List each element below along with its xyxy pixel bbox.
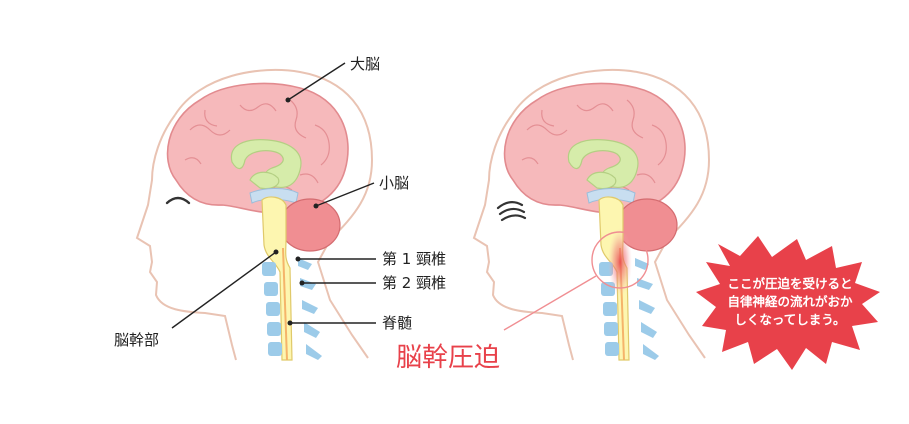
- brainstem: [261, 196, 293, 361]
- warning-callout: ここが圧迫を受けると 自律神経の流れがおか しくなってしまう。: [696, 236, 880, 370]
- normal-head: 大脳 小脳 第 1 頸椎 第 2 頸椎 脊髄 脳幹部: [114, 55, 446, 361]
- spinal-cord-center: [282, 247, 288, 361]
- strained-eye: [496, 201, 527, 222]
- callout-line-1: ここが圧迫を受けると: [727, 276, 852, 291]
- vertebrae-right: [599, 258, 659, 360]
- burst-shape: [696, 236, 880, 370]
- closed-eye: [165, 196, 191, 205]
- label-compression: 脳幹圧迫: [396, 343, 500, 373]
- compression-glow: [608, 228, 632, 296]
- label-brainstem: 脳幹部: [114, 331, 159, 349]
- thalamus: [249, 171, 280, 190]
- label-spinal-cord: 脊髄: [382, 314, 412, 332]
- callout-line-2: 自律神経の流れがおか: [727, 294, 853, 309]
- leader-dots: [273, 97, 319, 326]
- callout-line-3: しくなってしまう。: [734, 312, 845, 327]
- compression-circle: [591, 231, 649, 289]
- compression-pointer: [503, 275, 597, 331]
- label-cerebellum: 小脳: [379, 174, 409, 192]
- compressed-head: 脳幹圧迫: [396, 69, 711, 373]
- head-outline-right: [511, 69, 711, 359]
- label-c2: 第 2 頸椎: [382, 274, 446, 292]
- thalamus-right: [586, 171, 617, 190]
- face-outline: [135, 114, 237, 361]
- vertebrae: [262, 258, 322, 360]
- leader-lines: [171, 62, 376, 329]
- head-outline: [174, 69, 374, 359]
- label-cerebrum: 大脳: [350, 55, 380, 73]
- label-c1: 第 1 頸椎: [382, 250, 446, 268]
- cerebellum: [279, 198, 341, 252]
